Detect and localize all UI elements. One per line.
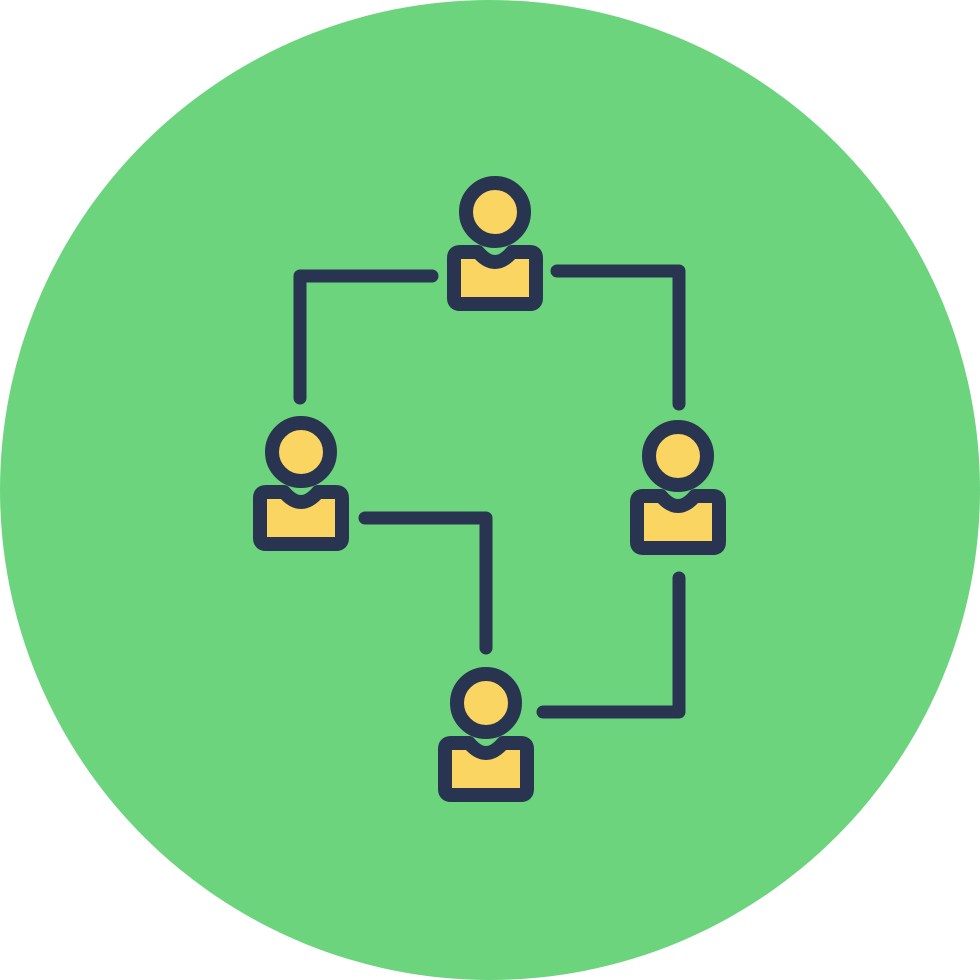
person-body (253, 485, 349, 551)
person-bottom (438, 667, 534, 802)
person-head (459, 176, 531, 248)
connectors (293, 264, 686, 719)
connector-right-bottom (536, 571, 686, 719)
person-body (447, 245, 543, 311)
connector-top-left (293, 269, 439, 405)
connector-top-right (550, 264, 686, 411)
person-body (630, 489, 726, 555)
person-head (642, 420, 714, 492)
connector-left-bottom (358, 511, 493, 655)
person-head (450, 667, 522, 739)
person-body (438, 736, 534, 802)
person-top (447, 176, 543, 311)
person-left (253, 416, 349, 551)
person-head (265, 416, 337, 488)
person-right (630, 420, 726, 555)
